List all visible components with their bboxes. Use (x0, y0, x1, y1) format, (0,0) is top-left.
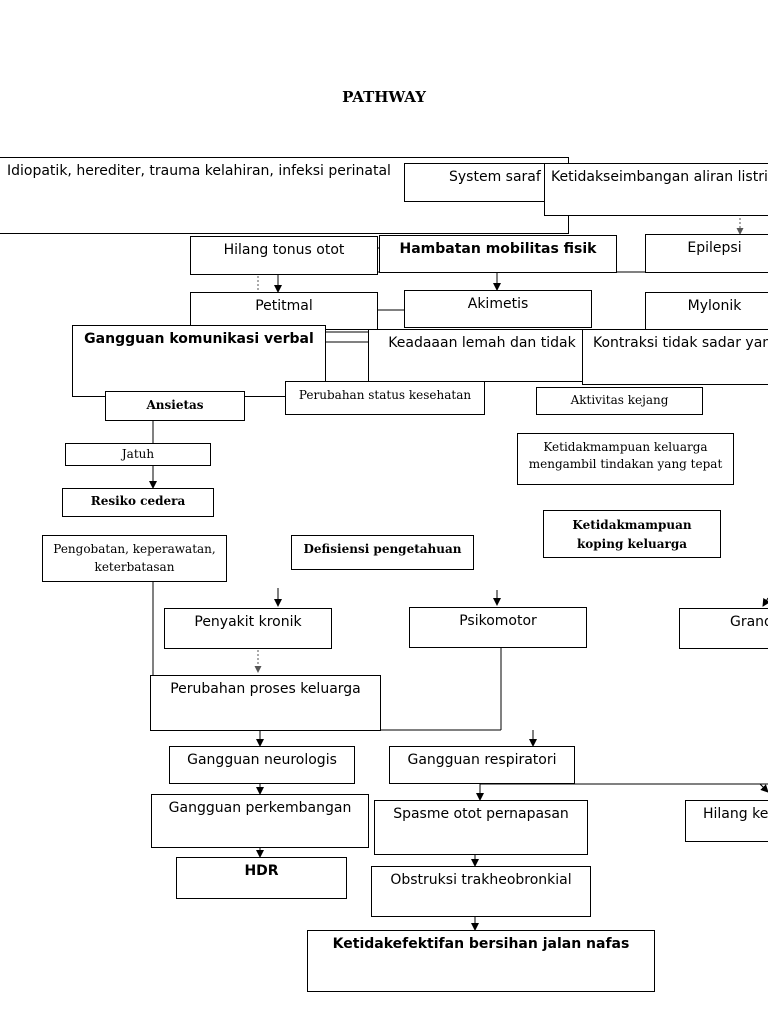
node-kontraksi: Kontraksi tidak sadar yang (582, 329, 768, 385)
node-perubahan-status: Perubahan status kesehatan (285, 381, 485, 415)
node-penyakit-kronik: Penyakit kronik (164, 608, 332, 649)
node-pengobatan: Pengobatan, keperawatan, keterbatasan (42, 535, 227, 582)
node-hilang-tonus: Hilang tonus otot (190, 236, 378, 275)
node-ketidakmampuan-keluarga: Ketidakmampuan keluarga mengambil tindak… (517, 433, 734, 485)
arrow-to-hilang-kesadaran (759, 783, 768, 793)
node-gangguan-respiratori: Gangguan respiratori (389, 746, 575, 784)
node-psikomotor: Psikomotor (409, 607, 587, 648)
node-hambatan-mobilitas: Hambatan mobilitas fisik (379, 235, 617, 273)
node-mylonik: Mylonik (645, 292, 768, 330)
node-defisiensi: Defisiensi pengetahuan (291, 535, 474, 570)
node-ansietas: Ansietas (105, 391, 245, 421)
node-ketidakseimbangan: Ketidakseimbangan aliran listrik (544, 163, 768, 216)
node-obstruksi: Obstruksi trakheobronkial (371, 866, 591, 917)
node-resiko-cedera: Resiko cedera (62, 488, 214, 517)
node-grand-mal: Grand mal (679, 608, 768, 649)
node-hdr: HDR (176, 857, 347, 899)
node-hilang-kesadaran: Hilang kesadaran (685, 800, 768, 842)
node-gangguan-komunikasi: Gangguan komunikasi verbal (72, 325, 326, 397)
node-system-saraf: System saraf (404, 163, 564, 202)
node-ketidakmampuan-koping: Ketidakmampuan koping keluarga (543, 510, 721, 558)
node-spasme: Spasme otot pernapasan (374, 800, 588, 855)
node-ketidakefektifan: Ketidakefektifan bersihan jalan nafas (307, 930, 655, 992)
node-gangguan-neurologis: Gangguan neurologis (169, 746, 355, 784)
node-epilepsi: Epilepsi (645, 234, 768, 273)
node-jatuh: Jatuh (65, 443, 211, 466)
arrow-to-grand-mal (762, 597, 768, 607)
node-gangguan-perkembangan: Gangguan perkembangan (151, 794, 369, 848)
node-perubahan-proses: Perubahan proses keluarga (150, 675, 381, 731)
page-title: PATHWAY (342, 88, 426, 106)
node-aktivitas-kejang: Aktivitas kejang (536, 387, 703, 415)
node-akimetis: Akimetis (404, 290, 592, 328)
node-keadaan-lemah: Keadaaan lemah dan tidak (368, 329, 596, 382)
